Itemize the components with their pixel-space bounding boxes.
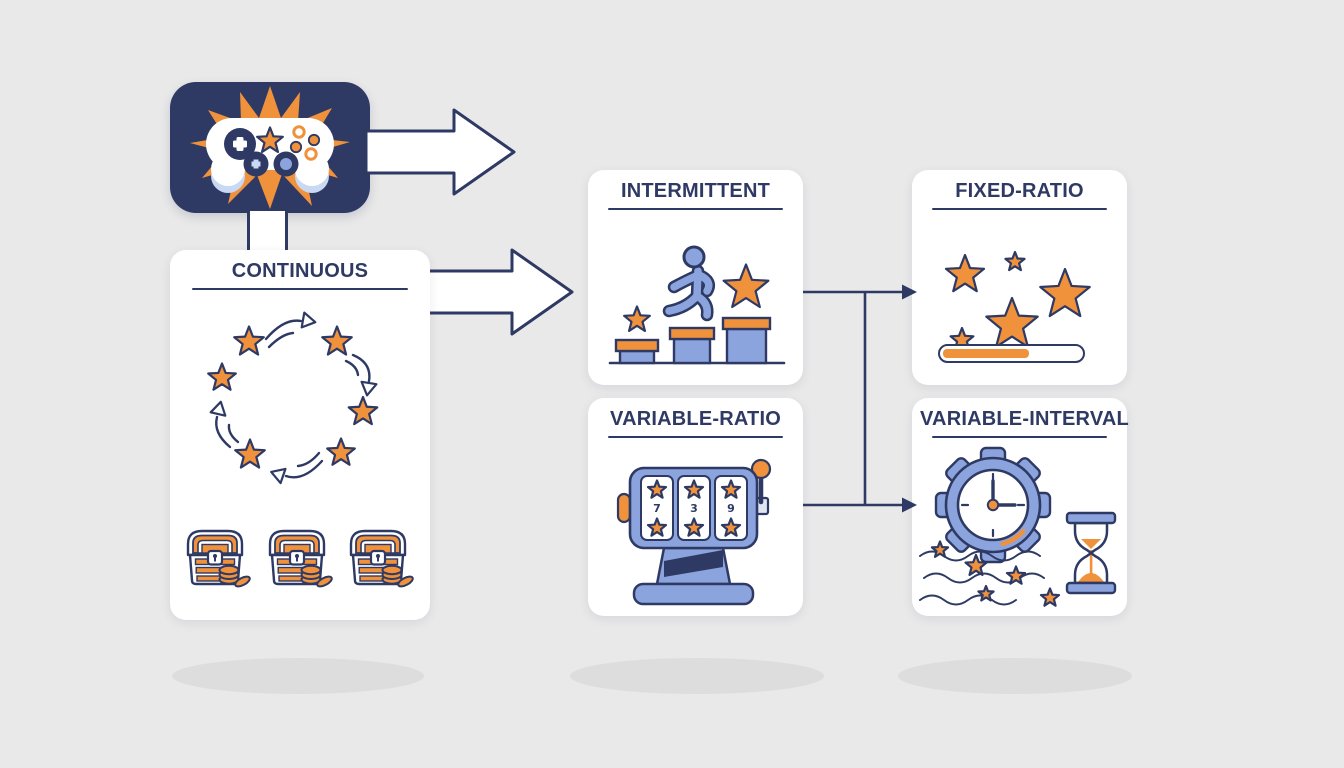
card-variable-interval: VARIABLE-INTERVAL bbox=[912, 398, 1129, 616]
progress-fill bbox=[942, 348, 1030, 359]
gear-clock-icon bbox=[934, 446, 1052, 564]
card-title: CONTINUOUS bbox=[231, 260, 369, 282]
title-underline bbox=[608, 208, 783, 211]
card-title: VARIABLE-RATIO bbox=[610, 408, 781, 430]
game-controller-badge bbox=[170, 82, 370, 213]
card-title: VARIABLE-INTERVAL bbox=[920, 408, 1129, 430]
card-intermittent: INTERMITTENT bbox=[588, 170, 803, 385]
ground-shadow bbox=[570, 658, 824, 694]
card-title: FIXED-RATIO bbox=[955, 180, 1084, 202]
game-controller-icon bbox=[190, 86, 350, 209]
reward-cycle-icon bbox=[206, 311, 380, 485]
card-fixed-ratio: FIXED-RATIO bbox=[912, 170, 1127, 385]
runner-podium-icon bbox=[608, 245, 786, 365]
sparkle-waves-icon bbox=[919, 540, 1061, 607]
card-variable-ratio: VARIABLE-RATIO 7 bbox=[588, 398, 803, 616]
slot-machine-icon: 7 3 9 bbox=[616, 458, 772, 606]
stars-icon bbox=[946, 250, 1090, 352]
treasure-chests-icon bbox=[186, 529, 416, 590]
hourglass-icon bbox=[1065, 511, 1117, 595]
reel-digit: 9 bbox=[727, 502, 735, 515]
ground-shadow bbox=[172, 658, 424, 694]
arrow-right-icon bbox=[426, 248, 574, 336]
card-title: INTERMITTENT bbox=[620, 180, 771, 202]
title-underline bbox=[932, 208, 1107, 211]
title-underline bbox=[932, 436, 1107, 439]
ground-shadow bbox=[898, 658, 1132, 694]
title-underline bbox=[608, 436, 783, 439]
arrow-right-icon bbox=[366, 108, 516, 196]
connector-lines bbox=[803, 284, 917, 513]
reel-digit: 7 bbox=[653, 502, 661, 515]
reel-digit: 3 bbox=[690, 502, 698, 515]
progress-bar-icon bbox=[938, 344, 1085, 363]
card-continuous: CONTINUOUS bbox=[170, 250, 430, 620]
connector-stub bbox=[247, 211, 288, 252]
title-underline bbox=[192, 288, 408, 291]
